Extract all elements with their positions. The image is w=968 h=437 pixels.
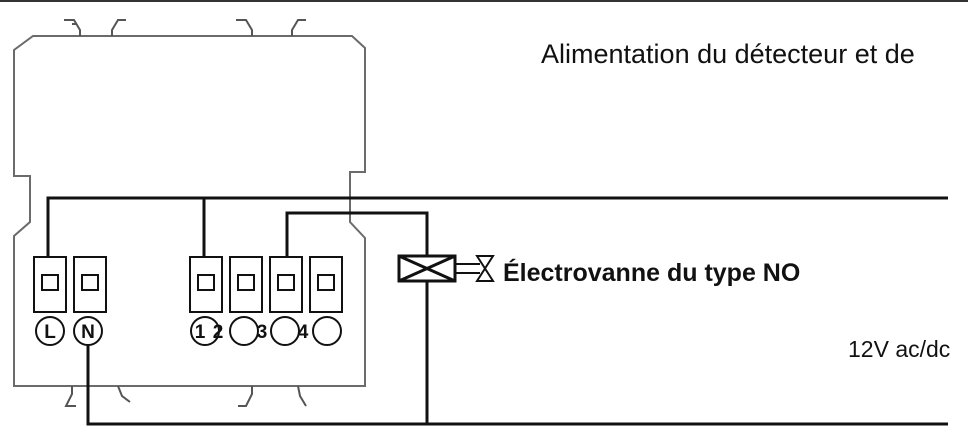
valve-label: Électrovanne du type NO [503,258,800,287]
mounting-clips-bottom [64,385,307,407]
voltage-label: 12V ac/dc [848,336,950,362]
terminal-label-1: 1 [195,322,206,343]
mounting-clips-top [64,19,306,36]
terminal-screws [35,316,342,346]
terminal-label-L: L [44,322,56,343]
wire-terminal-to-valve [285,211,429,257]
wire-L-supply [46,196,948,257]
terminal-label-N: N [81,322,95,343]
solenoid-valve-symbol [397,254,495,283]
terminal-label-3: 3 [257,322,268,343]
diagram-title: Alimentation du détecteur et de [541,39,915,69]
wire-N-return [86,345,948,426]
wires [46,196,948,426]
terminal-blocks [33,256,343,313]
terminal-label-4: 4 [298,322,309,343]
terminal-label-2: 2 [213,322,224,343]
